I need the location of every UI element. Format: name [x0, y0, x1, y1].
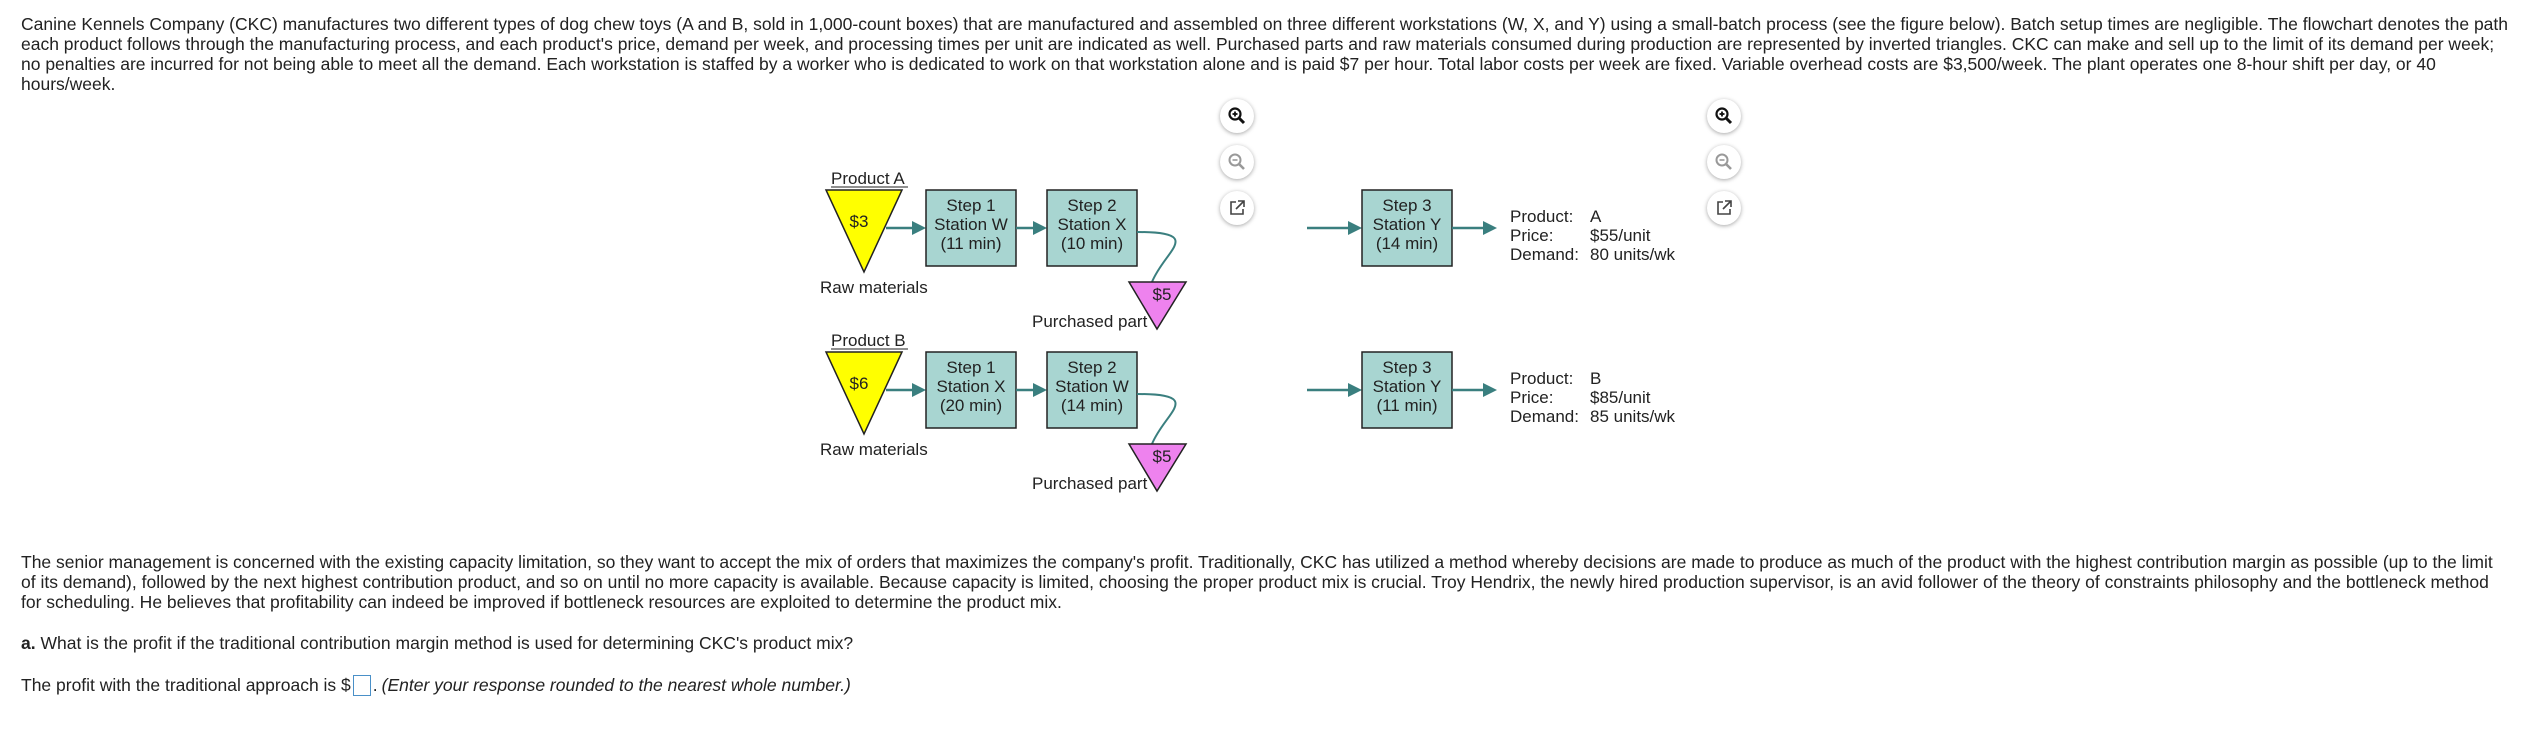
answer-input[interactable]: [352, 675, 371, 696]
answer-suffix: .: [372, 675, 378, 695]
product-a-step-2-box-line-2: Station X: [1058, 215, 1127, 234]
answer-line: The profit with the traditional approach…: [21, 675, 851, 696]
product-a-step-3-box-line-1: Step 3: [1382, 196, 1431, 215]
product-a-raw-label: Raw materials: [820, 278, 928, 297]
zoom-out-icon: [1715, 153, 1732, 170]
product-b-step-1-box: [925, 351, 1017, 429]
zoom-out-icon: [1228, 153, 1245, 170]
product-b-arrow-4-head: [1483, 383, 1497, 397]
popout-button-2[interactable]: [1707, 191, 1741, 225]
product-b-info-product-label: Product:: [1510, 369, 1573, 388]
product-a-step-1-box-line-1: Step 1: [946, 196, 995, 215]
product-b-raw-cost: $6: [850, 374, 869, 393]
product-b-arrow-2-head: [1033, 383, 1047, 397]
product-a-step-1-box-line-2: Station W: [934, 215, 1008, 234]
question-a: a. What is the profit if the traditional…: [21, 633, 853, 654]
product-a-step-3-box-line-3: (14 min): [1376, 234, 1438, 253]
answer-prefix: The profit with the traditional approach…: [21, 675, 351, 695]
product-b-step-3-box-line-1: Step 3: [1382, 358, 1431, 377]
question-text: What is the profit if the traditional co…: [35, 633, 854, 653]
product-b-raw-label: Raw materials: [820, 440, 928, 459]
product-a-info-product: A: [1590, 207, 1602, 226]
product-a-info-demand-label: Demand:: [1510, 245, 1579, 264]
product-b-arrow-1-head: [912, 383, 926, 397]
popout-icon: [1717, 200, 1732, 215]
product-a-arrow-2-head: [1033, 221, 1047, 235]
product-a-step-1-box: [925, 189, 1017, 267]
zoom-in-icon: [1715, 107, 1733, 125]
product-b-info-demand-label: Demand:: [1510, 407, 1579, 426]
product-b-purchased-part-triangle: [1127, 443, 1188, 493]
product-a-arrow-4-head: [1483, 221, 1497, 235]
product-b-step-3-box-line-3: (11 min): [1376, 396, 1437, 415]
product-b-info-product: B: [1590, 369, 1601, 388]
product-b-part-label: Purchased part: [1032, 474, 1148, 493]
product-a-info-product-label: Product:: [1510, 207, 1573, 226]
popout-button-1[interactable]: [1220, 191, 1254, 225]
product-a-step-1-box-line-3: (11 min): [940, 234, 1001, 253]
product-b-raw-material-triangle: [824, 351, 904, 436]
zoom-out-button-1[interactable]: [1220, 145, 1254, 179]
product-a-raw-cost: $3: [850, 212, 869, 231]
product-a-purchased-part-triangle: [1127, 281, 1188, 331]
product-b-part-cost: $5: [1153, 447, 1172, 466]
product-a-title: Product A: [831, 169, 905, 188]
product-a-step-2-box: [1046, 189, 1138, 267]
answer-hint: (Enter your response rounded to the near…: [381, 675, 851, 695]
zoom-out-button-2[interactable]: [1707, 145, 1741, 179]
product-a-info-demand: 80 units/wk: [1590, 245, 1676, 264]
product-b-arrow-3-head: [1348, 383, 1362, 397]
product-b-step-1-box-line-3: (20 min): [940, 396, 1002, 415]
product-b-step-2-box-line-3: (14 min): [1061, 396, 1123, 415]
product-a-arrow-1-head: [912, 221, 926, 235]
product-a-step-2-box-line-1: Step 2: [1067, 196, 1116, 215]
product-a-arrow-3-head: [1348, 221, 1362, 235]
question-label: a.: [21, 633, 36, 653]
product-a-part-label: Purchased part: [1032, 312, 1148, 331]
product-a-part-cost: $5: [1153, 285, 1172, 304]
product-b-step-3-box-line-2: Station Y: [1373, 377, 1442, 396]
zoom-in-button-2[interactable]: [1707, 99, 1741, 133]
senior-management-paragraph: The senior management is concerned with …: [21, 552, 2493, 612]
product-b-step-2-box-line-1: Step 2: [1067, 358, 1116, 377]
product-b-step-2-box-line-2: Station W: [1055, 377, 1129, 396]
product-b-step-1-box-line-2: Station X: [937, 377, 1006, 396]
product-b-info-price: $85/unit: [1590, 388, 1651, 407]
zoom-in-icon: [1228, 107, 1246, 125]
popout-icon: [1230, 200, 1245, 215]
product-b-title: Product B: [831, 331, 906, 350]
product-a-part-connector: [1136, 231, 1177, 283]
product-b-step-1-box-line-1: Step 1: [946, 358, 995, 377]
product-b-info-demand: 85 units/wk: [1590, 407, 1676, 426]
product-b-info-price-label: Price:: [1510, 388, 1553, 407]
product-a-info-price-label: Price:: [1510, 226, 1553, 245]
product-a-step-3-box-line-2: Station Y: [1373, 215, 1442, 234]
product-b-part-connector: [1136, 393, 1177, 445]
product-a-step-2-box-line-3: (10 min): [1061, 234, 1123, 253]
zoom-in-button-1[interactable]: [1220, 99, 1254, 133]
product-b-step-2-box: [1046, 351, 1138, 429]
product-a-raw-material-triangle: [824, 189, 904, 274]
product-a-info-price: $55/unit: [1590, 226, 1651, 245]
problem-intro: Canine Kennels Company (CKC) manufacture…: [21, 14, 2509, 94]
